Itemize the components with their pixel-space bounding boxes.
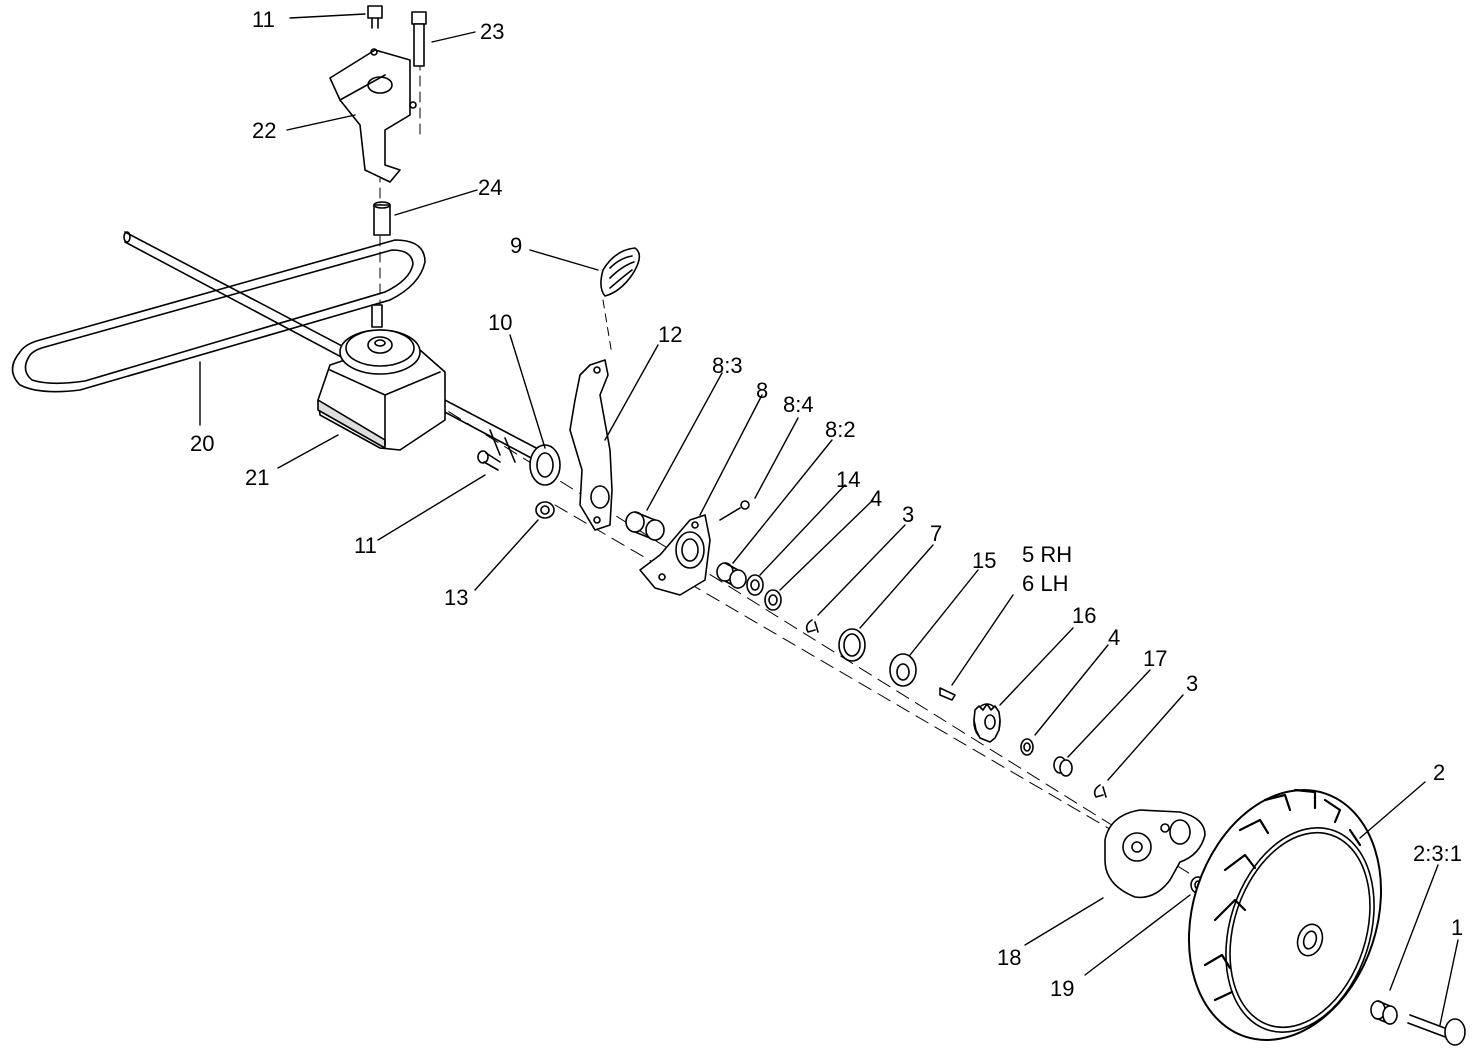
callout-4-b: 4 (1108, 625, 1121, 650)
callout-18: 18 (997, 945, 1022, 970)
ratchet-15 (889, 653, 917, 687)
belt-20 (11, 239, 426, 393)
bracket-22 (329, 48, 417, 183)
pawl-5-6 (939, 687, 956, 701)
callout-16: 16 (1072, 603, 1097, 628)
clip-3a (805, 619, 819, 633)
gear-16 (973, 703, 1001, 743)
bushing-8-2 (716, 562, 747, 589)
callout-8-4: 8:4 (783, 392, 814, 417)
callout-6-lh: 6 LH (1022, 571, 1069, 596)
wheel-2 (1187, 788, 1383, 1042)
callout-22: 22 (252, 118, 277, 143)
shaft-20 (123, 231, 541, 463)
callout-3-b: 3 (1186, 671, 1199, 696)
callout-19: 19 (1050, 976, 1075, 1001)
callout-24: 24 (478, 175, 503, 200)
callout-8: 8 (756, 378, 769, 403)
callout-20: 20 (190, 431, 215, 456)
callout-13: 13 (444, 585, 469, 610)
nut-13 (535, 501, 555, 519)
callout-15: 15 (972, 548, 997, 573)
fitting-8-4 (719, 500, 750, 521)
washer-10 (529, 444, 561, 486)
spacer-24 (373, 201, 391, 236)
bushing-8-3 (625, 511, 665, 541)
spacer-2-3-1 (1370, 1000, 1398, 1025)
washer-14 (746, 574, 764, 596)
washer-7 (838, 628, 866, 662)
callout-11-top: 11 (252, 7, 275, 32)
washer-4a (764, 589, 782, 611)
callout-2: 2 (1433, 760, 1446, 785)
callout-10: 10 (488, 310, 513, 335)
callout-5-rh: 5 RH (1022, 542, 1073, 567)
callout-1: 1 (1451, 915, 1464, 940)
callout-21: 21 (245, 465, 270, 490)
callout-11-lower: 11 (354, 533, 377, 558)
callout-8-2: 8:2 (825, 417, 856, 442)
callout-3-a: 3 (902, 502, 915, 527)
bolt-23 (411, 11, 427, 67)
gearbox-21 (317, 304, 446, 451)
hubcap-18 (1104, 809, 1206, 899)
callout-9: 9 (510, 233, 523, 258)
washer-4b (1020, 738, 1034, 756)
bolt-1 (1407, 1014, 1466, 1046)
leader-lines (199, 13, 1459, 1026)
knob-9 (600, 247, 641, 297)
callout-14: 14 (836, 467, 861, 492)
callout-7: 7 (930, 521, 943, 546)
callout-12: 12 (658, 322, 683, 347)
bushing-17 (1053, 756, 1073, 777)
callout-4-a: 4 (870, 486, 883, 511)
housing-8 (639, 514, 711, 596)
bolt-11-lower (477, 450, 501, 471)
callout-23: 23 (480, 19, 505, 44)
bolt-11-top (367, 5, 383, 29)
lever-12 (569, 359, 613, 531)
clip-3b (1093, 784, 1107, 798)
callout-8-3: 8:3 (712, 353, 743, 378)
callout-17: 17 (1143, 646, 1168, 671)
axle-centerline (429, 399, 1201, 881)
callout-2-3-1: 2:3:1 (1413, 841, 1462, 866)
